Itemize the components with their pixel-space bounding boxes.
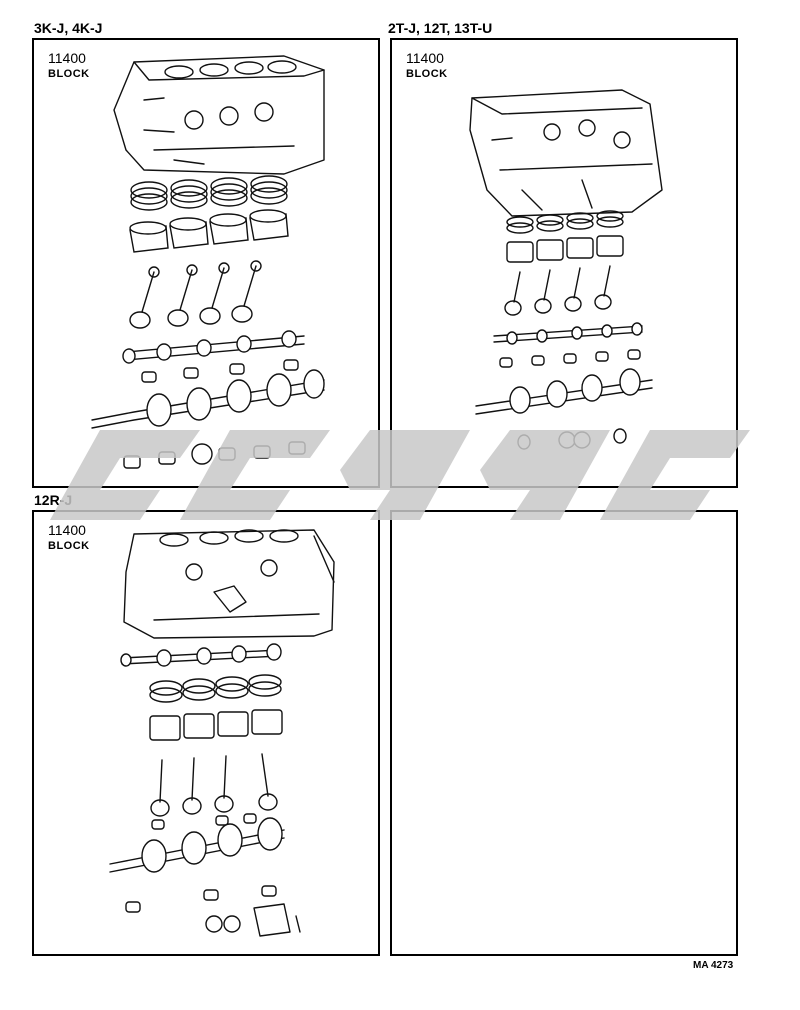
thrust-washers-icon (123, 441, 306, 469)
footer-code: MA 4273 (693, 960, 734, 971)
connecting-rods-icon (129, 260, 262, 329)
panel-2t: 11400 BLOCK (390, 38, 738, 488)
camshaft-icon (493, 322, 643, 345)
crankshaft-icon (475, 368, 653, 415)
connecting-rods-icon (150, 753, 278, 817)
pistons-icon (129, 209, 289, 253)
part-name: BLOCK (48, 68, 90, 80)
section-title-12r: 12R-J (34, 492, 73, 508)
panel-empty (390, 510, 738, 956)
piston-rings-icon (506, 210, 624, 234)
cylinder-block-icon (469, 89, 663, 217)
camshaft-icon (122, 330, 305, 364)
crankshaft-icon (91, 369, 325, 429)
crankshaft-icon (109, 817, 285, 873)
section-title-3k: 3K-J, 4K-J (34, 20, 103, 36)
block-assembly-drawing-3k (91, 55, 325, 469)
main-bearings-icon (499, 349, 641, 368)
cylinder-block-icon (113, 55, 325, 175)
part-name: BLOCK (48, 540, 90, 552)
pistons-icon (149, 709, 283, 741)
pistons-icon (506, 235, 624, 263)
part-number: 11400 (48, 522, 86, 538)
block-assembly-drawing-2t (469, 89, 663, 450)
piston-rings-icon (149, 674, 282, 703)
piston-rings-icon (130, 175, 288, 211)
camshaft-icon (120, 643, 282, 667)
thrust-washers-icon (125, 885, 301, 937)
part-number: 11400 (48, 50, 86, 66)
main-bearings-icon (151, 813, 257, 830)
block-assembly-drawing-12r (109, 529, 335, 937)
thrust-washers-icon (517, 428, 627, 450)
panel-3k: 11400 BLOCK (32, 38, 380, 488)
part-number: 11400 (406, 50, 444, 66)
part-name: BLOCK (406, 68, 448, 80)
connecting-rods-icon (504, 265, 612, 316)
cylinder-block-icon (123, 529, 335, 639)
section-title-2t: 2T-J, 12T, 13T-U (388, 20, 493, 36)
main-bearings-icon (141, 359, 299, 383)
panel-12r: 11400 BLOCK (32, 510, 380, 956)
